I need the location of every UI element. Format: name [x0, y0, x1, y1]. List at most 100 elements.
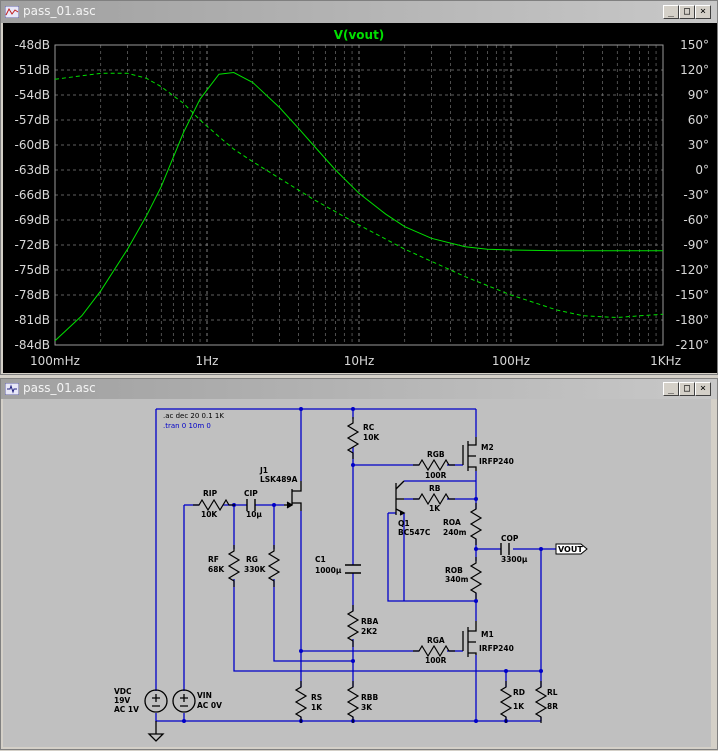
- resistor-rga: [412, 645, 456, 657]
- y-left-axis-labels: -48dB-51dB-54dB-57dB-60dB-63dB-66dB-69dB…: [15, 38, 50, 352]
- svg-text:RC: RC: [363, 423, 375, 432]
- schematic-app-icon: [5, 383, 19, 395]
- y-right-tick-label: -210°: [676, 338, 709, 352]
- mosfet-m2-symbol: [462, 437, 477, 471]
- maximize-button[interactable]: □: [679, 382, 695, 396]
- resistor-rd: [500, 680, 512, 724]
- svg-text:RB: RB: [429, 484, 441, 493]
- waveform-app-icon: [5, 6, 19, 18]
- svg-text:IRFP240: IRFP240: [479, 644, 514, 653]
- series-phase-line: [54, 72, 664, 319]
- svg-text:COP: COP: [501, 534, 519, 543]
- x-tick-label: 100mHz: [30, 354, 80, 368]
- y-right-tick-label: 60°: [688, 113, 709, 127]
- svg-text:RGA: RGA: [427, 636, 445, 645]
- svg-text:3K: 3K: [361, 703, 373, 712]
- svg-text:ROB: ROB: [445, 566, 463, 575]
- resistor-rba: [347, 604, 359, 648]
- svg-text:100R: 100R: [425, 656, 447, 665]
- y-right-tick-label: 90°: [688, 88, 709, 102]
- schematic-window: pass_01.asc _ □ ×: [0, 378, 718, 750]
- directive-tran[interactable]: .tran 0 10m 0: [163, 422, 211, 430]
- y-right-tick-label: 120°: [680, 63, 709, 77]
- x-tick-label: 1Hz: [196, 354, 219, 368]
- svg-text:RG: RG: [246, 555, 258, 564]
- resistor-rl: [535, 680, 547, 724]
- resistor-rip: [192, 499, 236, 511]
- resistor-roa: [470, 502, 482, 546]
- plot-window-titlebar[interactable]: pass_01.asc _ □ ×: [1, 1, 717, 23]
- y-left-tick-label: -78dB: [15, 288, 50, 302]
- y-right-tick-label: -90°: [683, 238, 709, 252]
- svg-text:VIN: VIN: [197, 691, 212, 700]
- plot-frame: [54, 44, 664, 346]
- y-left-tick-label: -81dB: [15, 313, 50, 327]
- voltage-sources: [144, 689, 196, 713]
- svg-text:RF: RF: [208, 555, 219, 564]
- svg-text:Q1: Q1: [398, 519, 410, 528]
- y-right-tick-label: -150°: [676, 288, 709, 302]
- minimize-button[interactable]: _: [663, 382, 679, 396]
- svg-text:1K: 1K: [513, 702, 525, 711]
- capacitor-cop: [500, 543, 510, 555]
- schematic-window-titlebar[interactable]: pass_01.asc _ □ ×: [1, 379, 717, 399]
- resistor-rob: [470, 556, 482, 600]
- svg-text:240m: 240m: [443, 528, 467, 537]
- y-left-tick-label: -66dB: [15, 188, 50, 202]
- y-left-tick-label: -69dB: [15, 213, 50, 227]
- svg-text:RD: RD: [513, 688, 525, 697]
- plot-window: pass_01.asc _ □ × V(vout) -48dB -51dB -54d…: [0, 0, 718, 375]
- junctions: [182, 407, 543, 723]
- resistor-rs: [295, 680, 307, 724]
- svg-text:IRFP240: IRFP240: [479, 457, 514, 466]
- svg-text:340m: 340m: [445, 575, 469, 584]
- component-labels: RC 10K RGB 100R M2 IRFP240 J1 LSK489A RB…: [114, 423, 558, 714]
- svg-text:1000µ: 1000µ: [315, 566, 342, 575]
- y-left-tick-label: -51dB: [15, 63, 50, 77]
- trace-label[interactable]: V(vout): [334, 28, 385, 42]
- svg-text:10µ: 10µ: [246, 510, 262, 519]
- y-right-tick-label: -180°: [676, 313, 709, 327]
- chart-grid: [54, 44, 663, 346]
- svg-text:RS: RS: [311, 693, 322, 702]
- plot-window-title: pass_01.asc: [23, 4, 96, 18]
- svg-text:AC 1V: AC 1V: [114, 705, 139, 714]
- x-tick-label: 10Hz: [344, 354, 375, 368]
- svg-text:CIP: CIP: [244, 489, 258, 498]
- y-left-tick-label: -57dB: [15, 113, 50, 127]
- schematic-canvas[interactable]: VOUT .ac dec 20 0.1 1K .tran 0 10m 0 RC …: [3, 399, 711, 747]
- source-vdc-symbol: [144, 689, 168, 713]
- jfet-j1-symbol: [284, 481, 302, 511]
- y-right-tick-label: 30°: [688, 138, 709, 152]
- capacitor-cip: [246, 499, 256, 511]
- bode-chart[interactable]: V(vout) -48dB-51dB-54dB-57dB-60dB-63dB-6…: [3, 23, 717, 373]
- y-right-tick-label: -30°: [683, 188, 709, 202]
- svg-text:RL: RL: [547, 688, 558, 697]
- svg-text:10K: 10K: [363, 433, 380, 442]
- svg-text:8R: 8R: [547, 702, 558, 711]
- directive-ac[interactable]: .ac dec 20 0.1 1K: [163, 412, 224, 420]
- svg-text:J1: J1: [259, 466, 268, 475]
- close-button[interactable]: ×: [695, 5, 711, 19]
- svg-text:M2: M2: [481, 443, 494, 452]
- x-tick-label: 1KHz: [650, 354, 681, 368]
- svg-text:VDC: VDC: [114, 687, 132, 696]
- capacitor-c1: [345, 564, 361, 574]
- resistor-rgb: [412, 459, 456, 471]
- svg-text:10K: 10K: [201, 510, 218, 519]
- schematic-drawing[interactable]: VOUT .ac dec 20 0.1 1K .tran 0 10m 0 RC …: [3, 399, 711, 747]
- svg-text:RIP: RIP: [203, 489, 218, 498]
- y-left-tick-label: -72dB: [15, 238, 50, 252]
- y-left-tick-label: -48dB: [15, 38, 50, 52]
- svg-text:RGB: RGB: [427, 450, 445, 459]
- minimize-button[interactable]: _: [663, 5, 679, 19]
- svg-text:BC547C: BC547C: [398, 528, 431, 537]
- waveform-viewer[interactable]: V(vout) -48dB-51dB-54dB-57dB-60dB-63dB-6…: [3, 23, 717, 373]
- y-left-tick-label: -54dB: [15, 88, 50, 102]
- net-label-vout: VOUT: [555, 543, 588, 555]
- svg-text:VOUT: VOUT: [558, 545, 583, 554]
- y-left-tick-label: -84dB: [15, 338, 50, 352]
- y-left-tick-label: -63dB: [15, 163, 50, 177]
- close-button[interactable]: ×: [695, 382, 711, 396]
- maximize-button[interactable]: □: [679, 5, 695, 19]
